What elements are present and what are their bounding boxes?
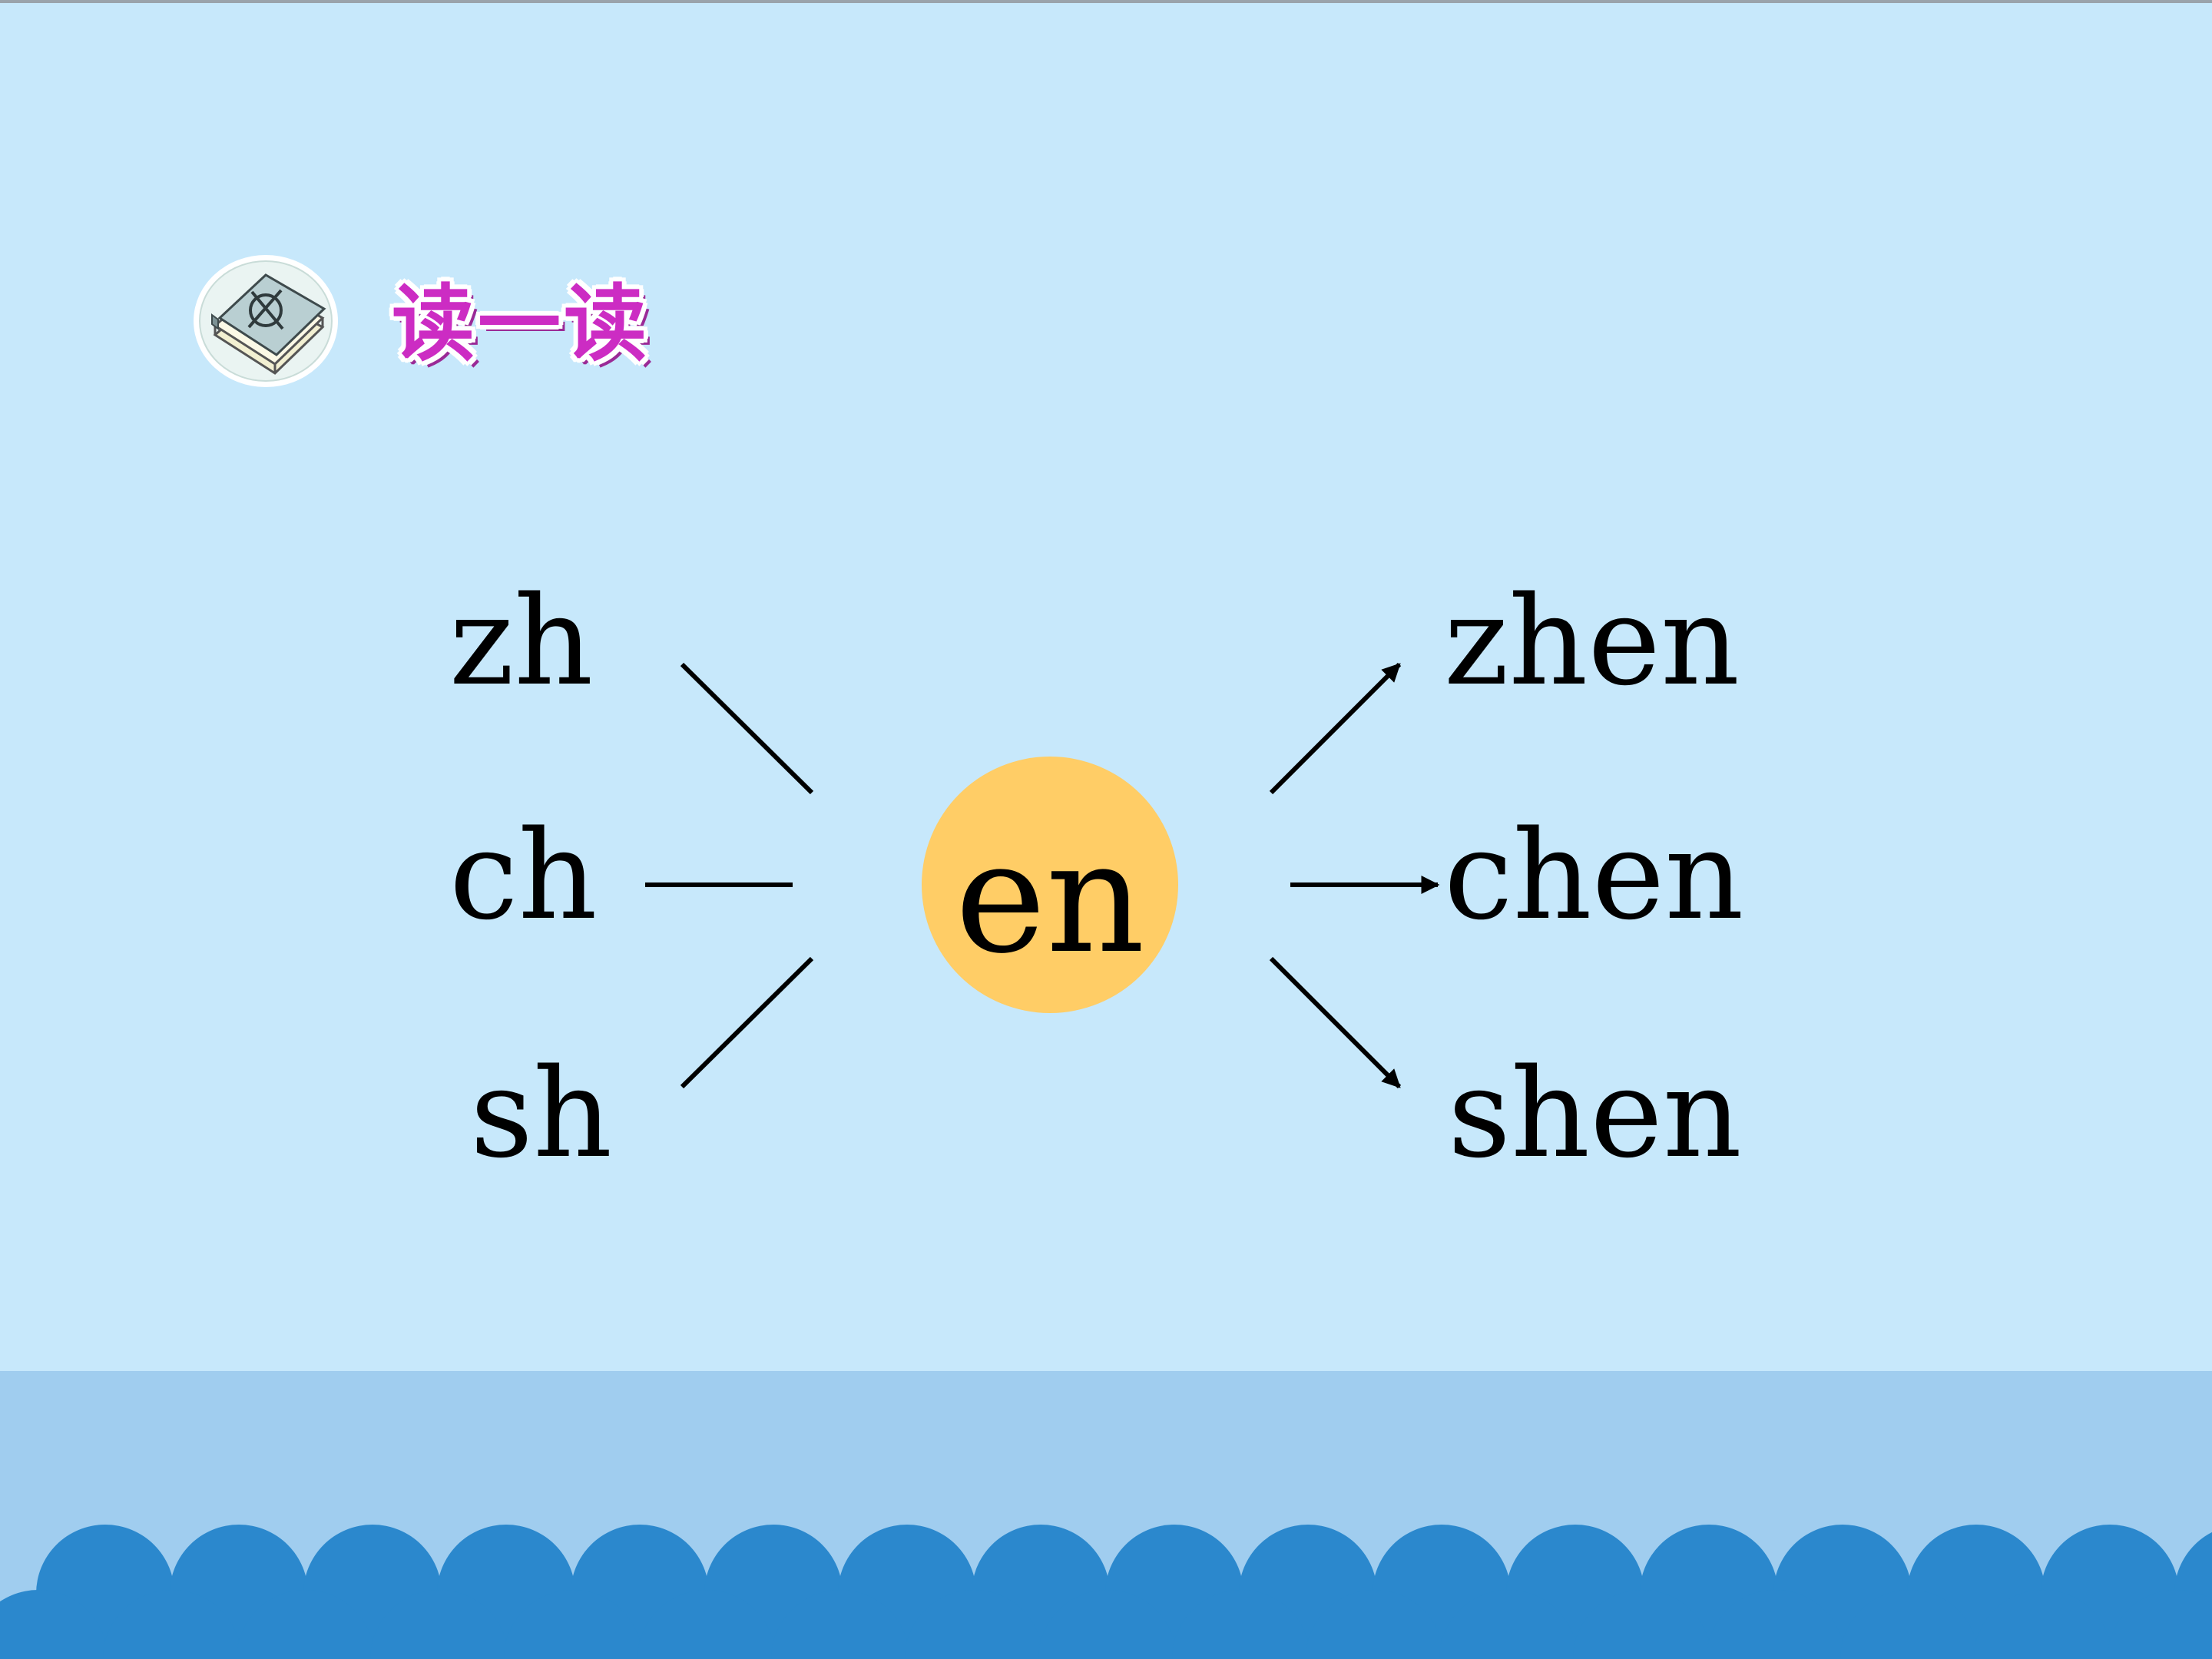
wave-scallop (1439, 1590, 1578, 1659)
wave-scallop (0, 1590, 108, 1659)
initial-zh: zh (449, 569, 594, 713)
initial-ch: ch (449, 803, 598, 947)
line-sh (680, 956, 814, 1089)
wave-scallop (237, 1590, 375, 1659)
wave-scallop (504, 1590, 642, 1659)
wave-scallop (905, 1590, 1043, 1659)
wave-scallop (1707, 1590, 1845, 1659)
initial-sh: sh (470, 1041, 613, 1185)
heading-text: 读一读 (392, 276, 651, 373)
arrow-zhen (1269, 662, 1402, 795)
arrow-shen (1269, 956, 1402, 1089)
syllable-zhen: zhen (1444, 569, 1740, 713)
wave-scallop (370, 1590, 508, 1659)
wave-scallop (2108, 1590, 2212, 1659)
line-zh (680, 662, 814, 795)
final-circle (922, 757, 1178, 1013)
wave-scallop (1172, 1590, 1310, 1659)
heading: 读一读 (192, 244, 650, 390)
wave-scallop (771, 1590, 909, 1659)
wave-scallop (1038, 1590, 1177, 1659)
syllable-chen: chen (1444, 803, 1744, 947)
wave-scallop (1306, 1590, 1444, 1659)
book-icon (194, 255, 338, 387)
wave-scallop (1974, 1590, 2112, 1659)
wave-scallop (1573, 1590, 1711, 1659)
wave-row-front (0, 1590, 2212, 1659)
wave-footer (0, 1371, 2212, 1659)
syllable-shen: shen (1448, 1041, 1742, 1185)
wave-scallop (637, 1590, 776, 1659)
final-en: en (955, 809, 1145, 988)
wave-scallop (103, 1590, 241, 1659)
top-border (0, 0, 2212, 3)
wave-scallop (1840, 1590, 1979, 1659)
